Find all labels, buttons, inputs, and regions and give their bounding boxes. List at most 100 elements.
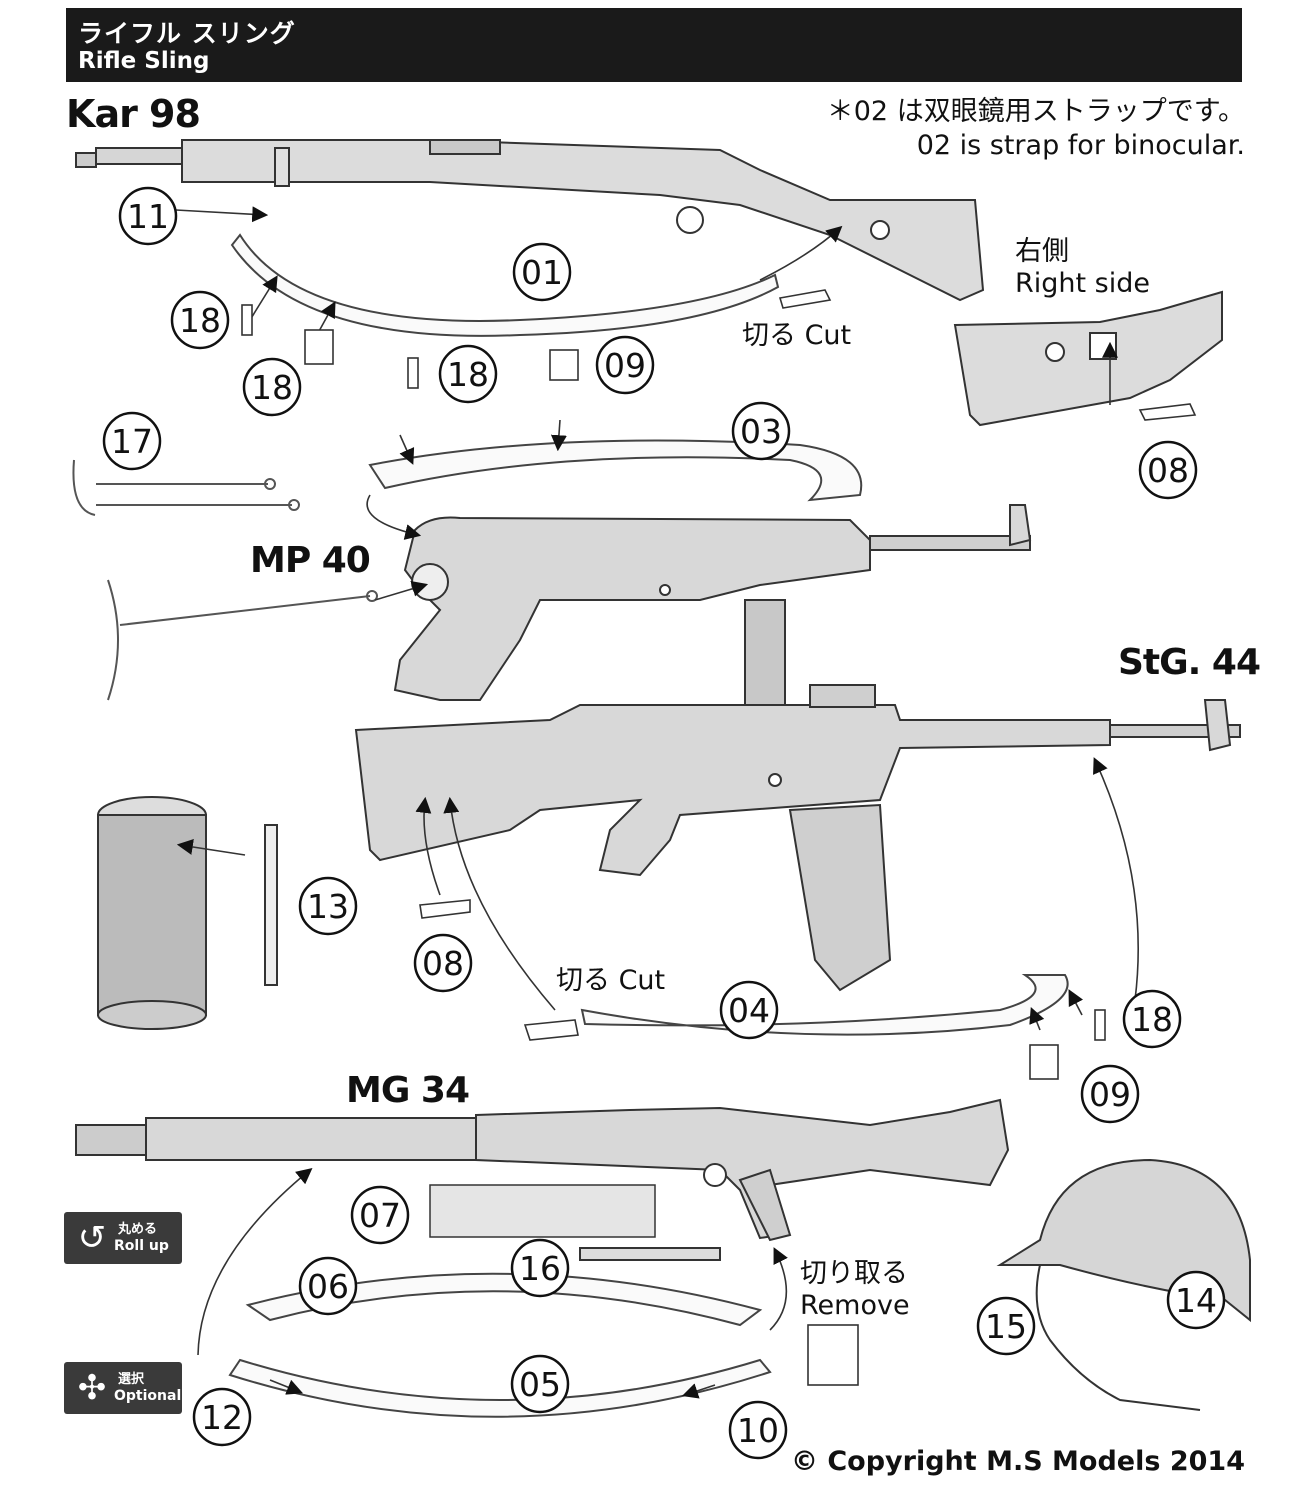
optional-en: Optional <box>114 1388 182 1404</box>
callout-circle <box>242 357 302 417</box>
callout-c16: 16 <box>510 1238 570 1298</box>
gas-mask-canister-drawing <box>97 796 278 1030</box>
callout-c09a: 09 <box>595 335 655 395</box>
binocular-note: ＊02 は双眼鏡用ストラップです。 02 is strap for binocu… <box>827 95 1245 163</box>
callout-circle <box>510 1354 570 1414</box>
callout-circle <box>1080 1064 1140 1124</box>
mg34-drawing <box>75 1098 1010 1242</box>
optional-badge: ✣ 選択 Optional <box>64 1362 182 1414</box>
mp40-stock-wire <box>72 459 378 701</box>
callout-c04: 04 <box>719 980 779 1040</box>
note-line-en: 02 is strap for binocular. <box>916 130 1245 161</box>
callout-circle <box>512 242 572 302</box>
callout-circle <box>170 290 230 350</box>
callout-number: 09 <box>604 346 646 385</box>
right-side-label: 右側 Right side <box>1015 236 1150 300</box>
callout-number: 12 <box>201 1398 243 1437</box>
callout-circle <box>976 1296 1036 1356</box>
callout-number: 18 <box>1131 1000 1173 1039</box>
leader-lines <box>175 206 1139 1399</box>
callout-c13: 13 <box>298 876 358 936</box>
callout-number: 07 <box>359 1196 401 1235</box>
callout-circle <box>510 1238 570 1298</box>
callout-c07: 07 <box>350 1185 410 1245</box>
callout-number: 08 <box>1147 451 1189 490</box>
callout-circle <box>1166 1270 1226 1330</box>
header-bar: ライフル スリング Rifle Sling <box>66 8 1242 82</box>
callout-c17: 17 <box>102 411 162 471</box>
callout-number: 10 <box>737 1411 779 1450</box>
callout-number: 15 <box>985 1307 1027 1346</box>
header-title-jp: ライフル スリング <box>78 19 296 48</box>
callout-c10: 10 <box>728 1400 788 1460</box>
callout-number: 01 <box>521 253 563 292</box>
kar98-rifle-drawing <box>75 139 985 302</box>
callout-circle <box>118 186 178 246</box>
copyright-text: © Copyright M.S Models 2014 <box>790 1446 1245 1477</box>
callout-circle <box>298 876 358 936</box>
callout-number: 16 <box>519 1249 561 1288</box>
callout-c11: 11 <box>118 186 178 246</box>
callout-c18b: 18 <box>242 357 302 417</box>
header-title-en: Rifle Sling <box>78 48 210 74</box>
callout-number: 05 <box>519 1365 561 1404</box>
rollup-jp: 丸める <box>118 1222 158 1237</box>
callout-circle <box>719 980 779 1040</box>
callout-circle <box>595 335 655 395</box>
callout-c05: 05 <box>510 1354 570 1414</box>
callout-c03: 03 <box>731 401 791 461</box>
stg44-title: StG. 44 <box>1118 642 1261 683</box>
stg44-drawing <box>354 684 1241 992</box>
callout-circle <box>192 1387 252 1447</box>
callout-circle <box>298 1256 358 1316</box>
small-clips <box>241 289 1197 1386</box>
callout-circle <box>413 933 473 993</box>
callout-number: 09 <box>1089 1075 1131 1114</box>
ammo-belt-drawing <box>429 1184 656 1238</box>
remove-en: Remove <box>800 1290 910 1321</box>
callout-c18d: 18 <box>1122 989 1182 1049</box>
right-side-en: Right side <box>1015 268 1150 299</box>
callout-circle <box>102 411 162 471</box>
rollup-badge: ↺ 丸める Roll up <box>64 1212 182 1264</box>
callout-circle <box>1122 989 1182 1049</box>
callout-number: 13 <box>307 887 349 926</box>
callout-c18c: 18 <box>438 344 498 404</box>
callout-c08a: 08 <box>1138 440 1198 500</box>
callout-c08b: 08 <box>413 933 473 993</box>
rollup-en: Roll up <box>114 1238 169 1254</box>
callout-c12: 12 <box>192 1387 252 1447</box>
mg34-title: MG 34 <box>346 1070 470 1111</box>
callout-c18a: 18 <box>170 290 230 350</box>
remove-label: 切り取る Remove <box>800 1258 910 1322</box>
remove-jp: 切り取る <box>800 1258 908 1289</box>
bayonet-drawing <box>579 1247 721 1261</box>
callout-number: 08 <box>422 944 464 983</box>
optional-jp: 選択 <box>118 1372 145 1387</box>
callout-number: 11 <box>127 197 169 236</box>
callout-c09b: 09 <box>1080 1064 1140 1124</box>
callout-number: 04 <box>728 991 770 1030</box>
mp40-drawing <box>393 504 1032 711</box>
sling-straps <box>228 233 1069 1418</box>
callout-number: 18 <box>447 355 489 394</box>
mp40-title: MP 40 <box>250 540 371 581</box>
right-side-jp: 右側 <box>1015 236 1069 267</box>
callout-c06: 06 <box>298 1256 358 1316</box>
callout-circle <box>438 344 498 404</box>
callout-circle <box>728 1400 788 1460</box>
kar98-title: Kar 98 <box>66 92 201 136</box>
cut-label-mid: 切る Cut <box>556 965 666 996</box>
optional-arrows-icon: ✣ <box>77 1368 107 1408</box>
callout-c14: 14 <box>1166 1270 1226 1330</box>
callout-number: 03 <box>740 412 782 451</box>
callout-number: 18 <box>179 301 221 340</box>
note-line-jp: ＊02 は双眼鏡用ストラップです。 <box>826 96 1245 127</box>
callout-circle <box>731 401 791 461</box>
callout-c15: 15 <box>976 1296 1036 1356</box>
callout-number: 06 <box>307 1267 349 1306</box>
callout-circle <box>1138 440 1198 500</box>
callout-number: 18 <box>251 368 293 407</box>
